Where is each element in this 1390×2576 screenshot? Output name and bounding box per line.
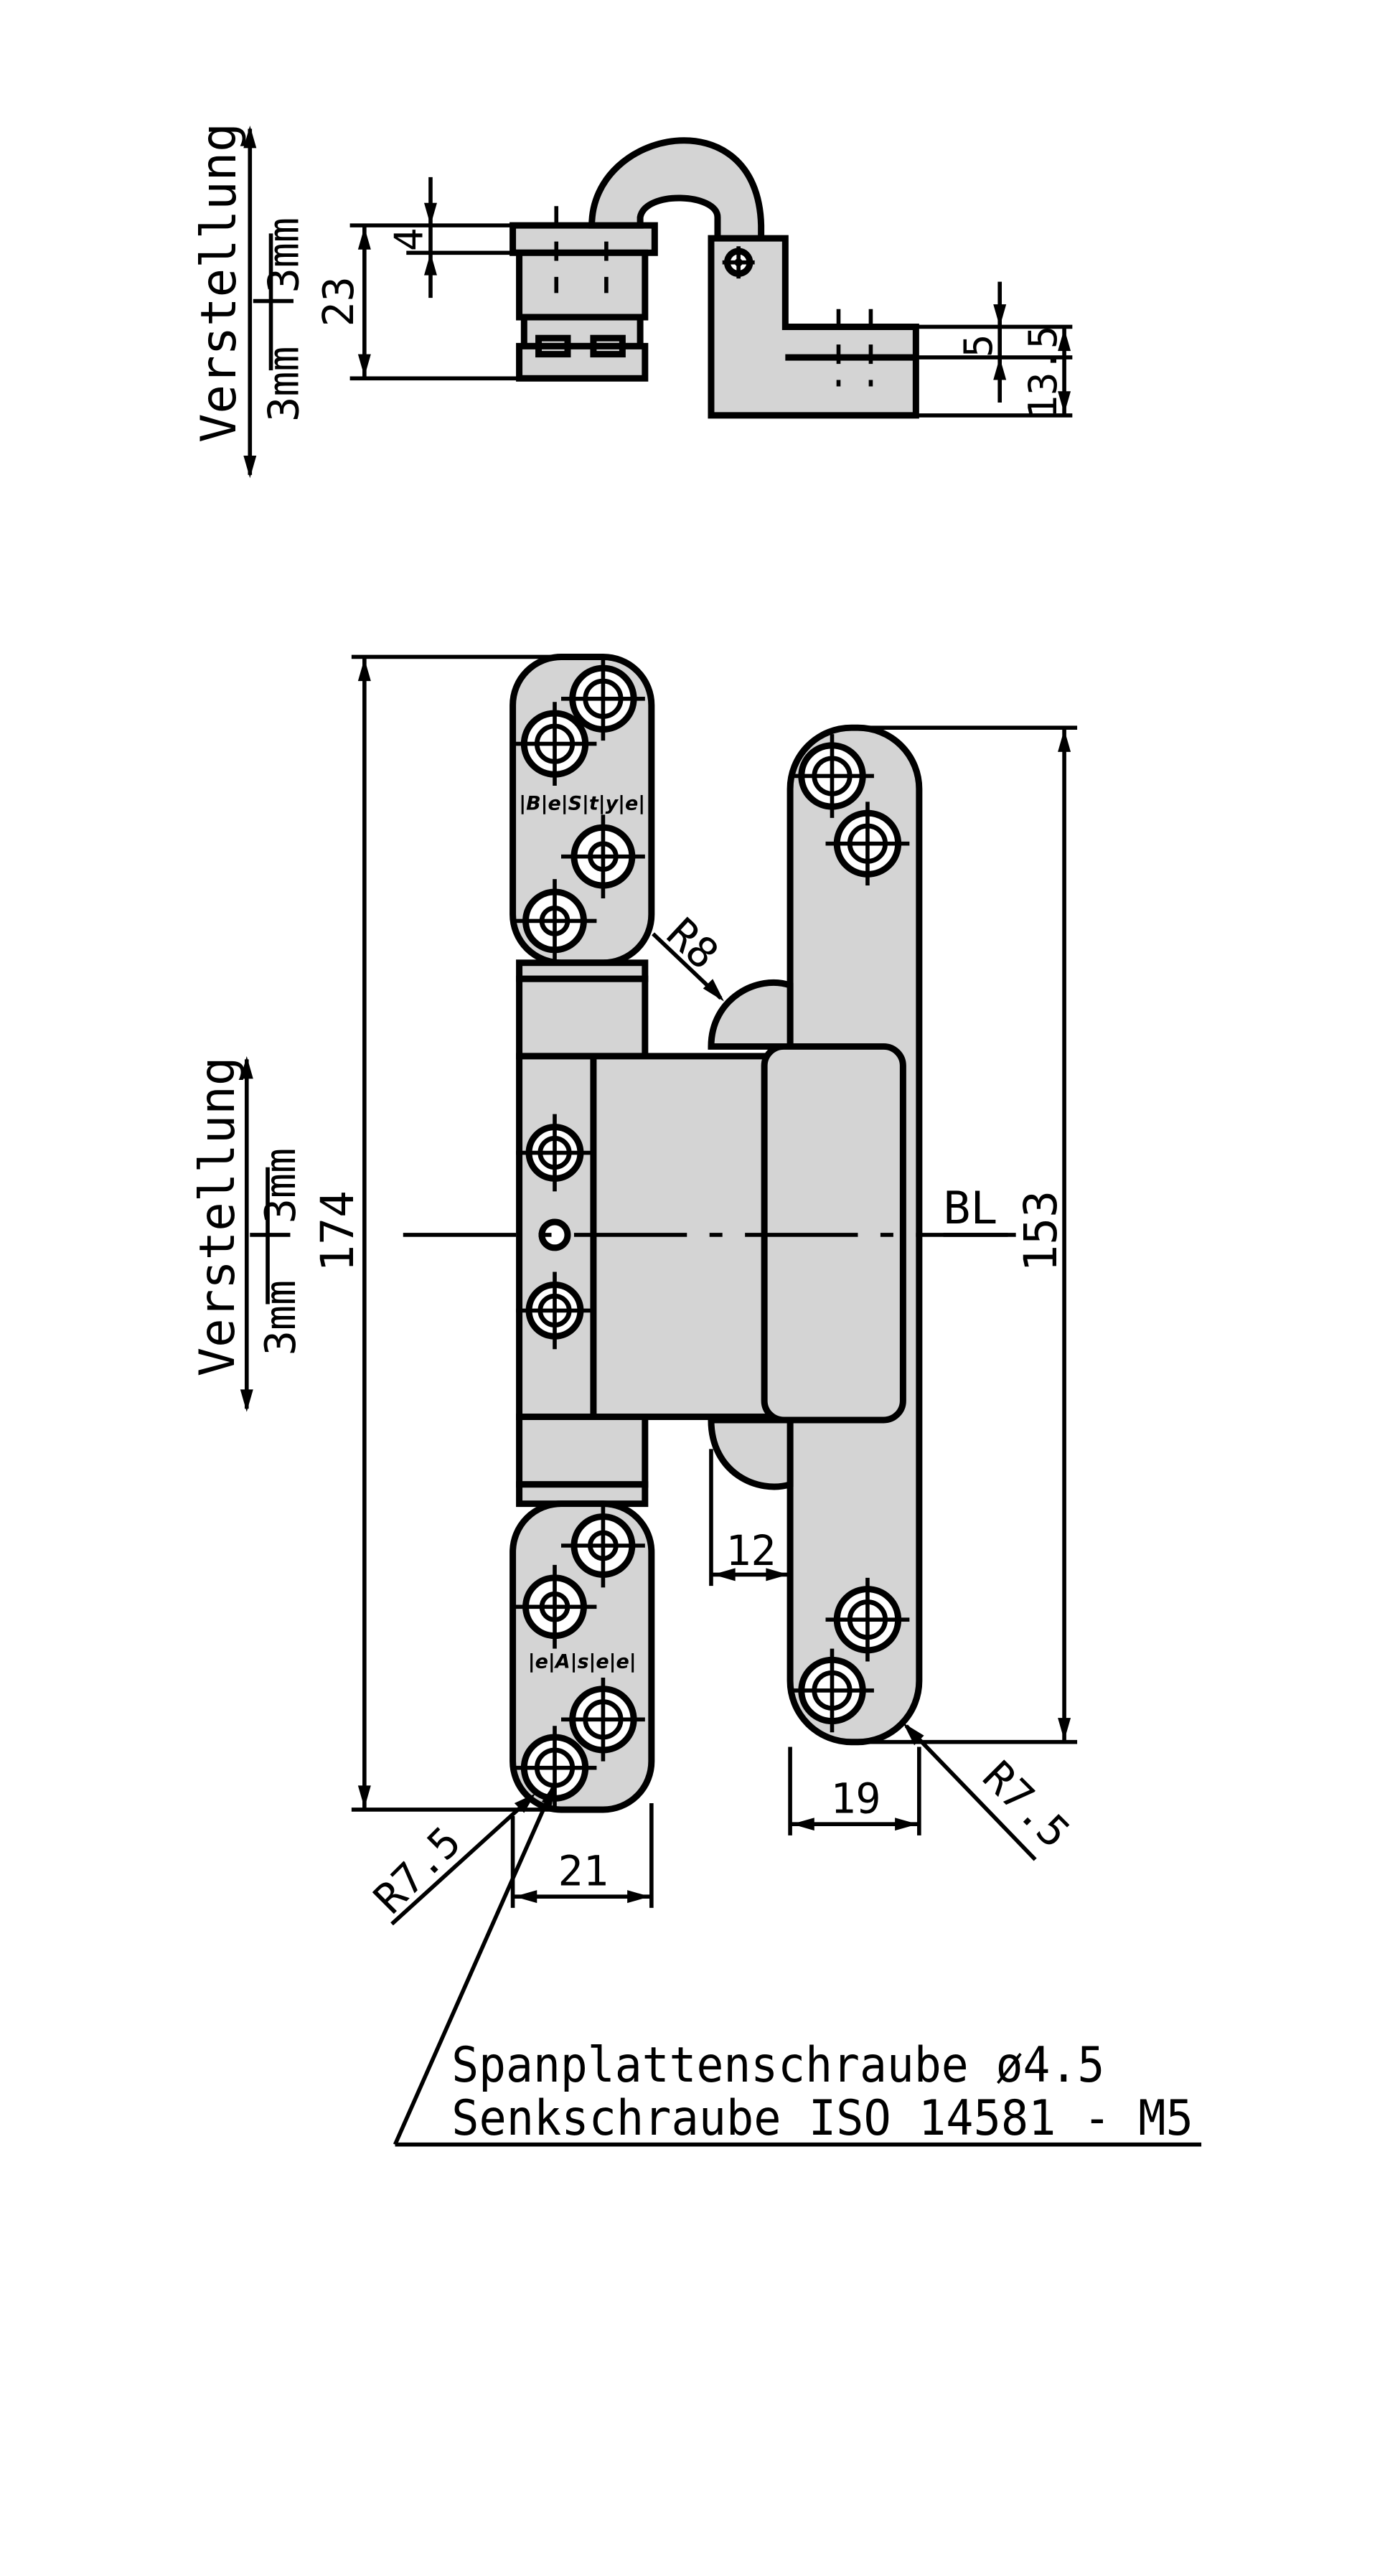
- side-frame-plate: [509, 222, 658, 256]
- logo-top: |B|e|S|t|y|e|: [519, 793, 645, 815]
- dim-19: 19: [830, 1774, 881, 1823]
- side-adjust-up: 3mm: [260, 217, 309, 293]
- dim-174: 174: [311, 1190, 364, 1271]
- front-adjust-up: 3mm: [256, 1148, 305, 1223]
- side-adjust-down: 3mm: [260, 347, 309, 422]
- side-dim-4: 4: [387, 228, 432, 251]
- dim-153: 153: [1015, 1190, 1067, 1271]
- screw-holes: [512, 657, 910, 1810]
- logo-bottom: |e|A|s|e|e|: [528, 1651, 637, 1673]
- front-adjustment-label: Verstellung: [189, 1057, 245, 1377]
- dim-21: 21: [558, 1846, 608, 1895]
- side-hinge-arm: [588, 137, 765, 245]
- front-view: Verstellung 3mm 3mm: [189, 653, 1202, 2147]
- centerline-bl-label: BL: [944, 1182, 998, 1234]
- side-adjustment-label: Verstellung: [190, 123, 247, 443]
- side-dim-5: 5: [956, 334, 1001, 357]
- side-dim-13-5: 13.5: [1020, 326, 1066, 419]
- radius-r8: R8: [657, 908, 728, 979]
- side-view: Verstellung 3mm 3mm 23 4: [190, 123, 1073, 479]
- screw-note: Spanplattenschraube ø4.5 Senkschraube IS…: [451, 2036, 1193, 2146]
- dim-12: 12: [725, 1526, 776, 1575]
- radius-r7-5-left: R7.5: [365, 1818, 471, 1923]
- front-adjust-down: 3mm: [256, 1280, 305, 1355]
- screw-note-line2: Senkschraube ISO 14581 - M5: [451, 2090, 1193, 2146]
- radius-r7-5-right: R7.5: [973, 1752, 1079, 1857]
- screw-note-line1: Spanplattenschraube ø4.5: [451, 2036, 1104, 2093]
- side-dim-23: 23: [314, 276, 363, 326]
